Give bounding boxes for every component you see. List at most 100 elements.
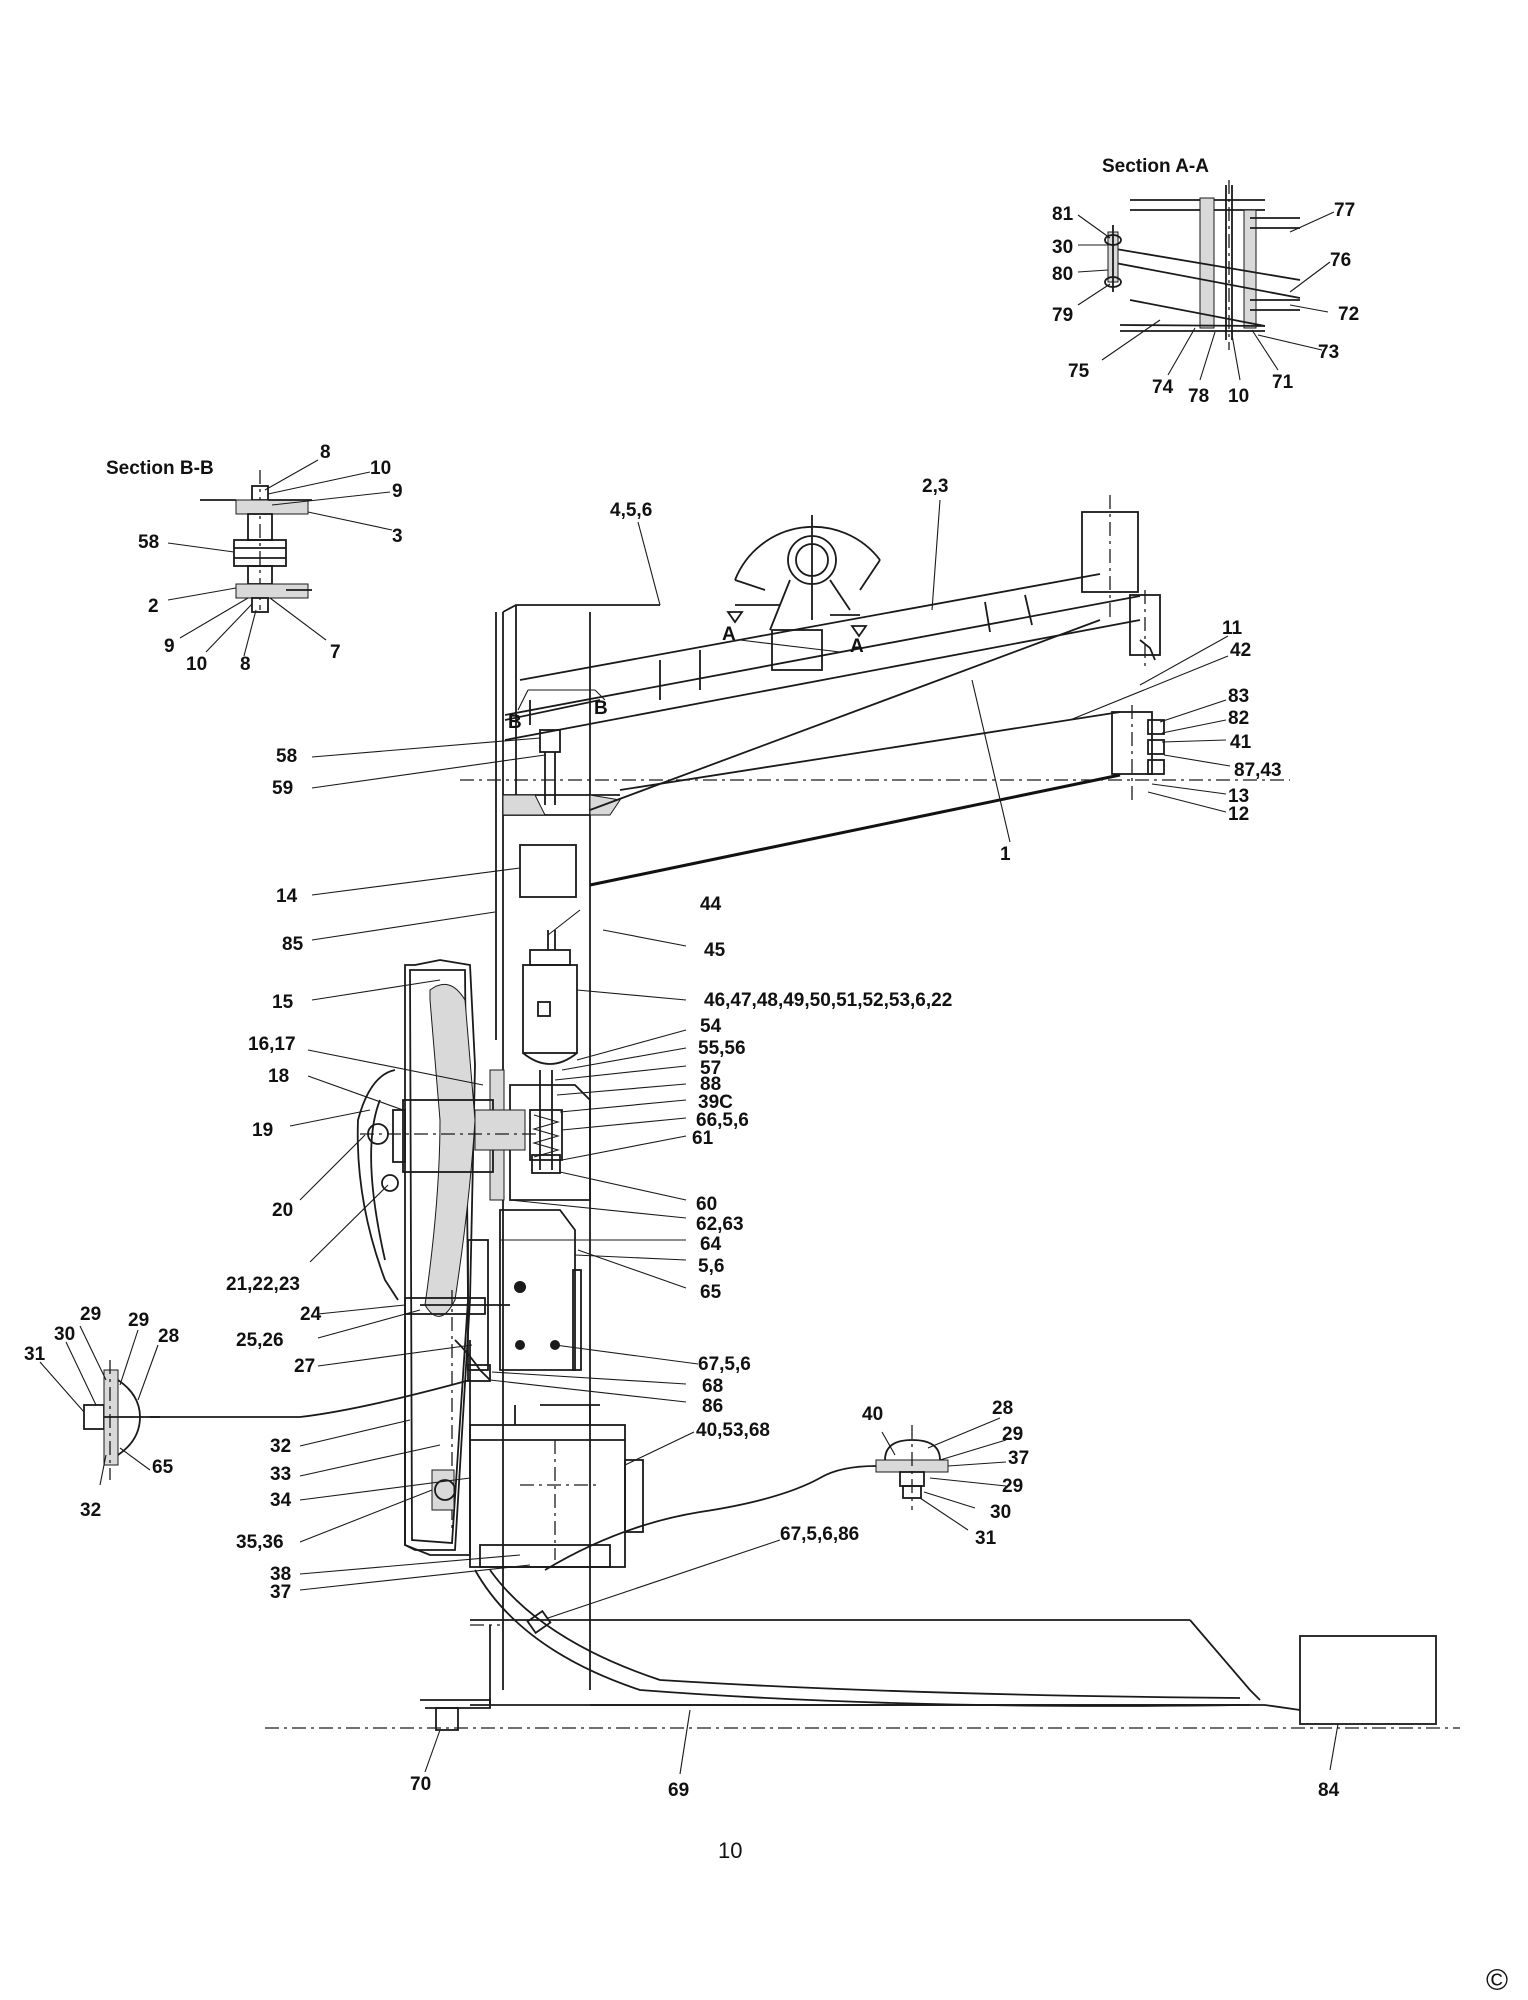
callout-label: 76: [1330, 250, 1351, 271]
section-b-b-title: Section B-B: [106, 458, 214, 479]
callout-label: 37: [1008, 1448, 1029, 1469]
callout-label: 14: [276, 886, 298, 907]
callout-label: 59: [272, 778, 293, 799]
callout-label: 82: [1228, 708, 1249, 729]
section-marker-b: B: [594, 698, 608, 719]
callout-label: 40,53,68: [696, 1420, 770, 1441]
callout-label: 75: [1068, 361, 1090, 382]
callout-label: 79: [1052, 305, 1073, 326]
callout-label: 31: [24, 1344, 46, 1365]
callout-label: 13: [1228, 786, 1249, 807]
callout-label: 46,47,48,49,50,51,52,53,6,22: [704, 990, 952, 1011]
section-a-a-detail: Section A-A 81: [1052, 156, 1359, 407]
callout-label: 78: [1188, 386, 1209, 407]
callout-label: 80: [1052, 264, 1073, 285]
callout-label: 44: [700, 894, 722, 915]
callout-label: 67,5,6,86: [780, 1524, 859, 1545]
callout-label: 39C: [698, 1092, 733, 1113]
callout-label: 74: [1152, 377, 1174, 398]
copyright-mark: ©: [1486, 1964, 1508, 1997]
callout-label: 86: [702, 1396, 723, 1417]
callout-label: 10: [1228, 386, 1249, 407]
callout-label: 77: [1334, 200, 1355, 221]
callout-label: 30: [990, 1502, 1011, 1523]
callout-label: 11: [1222, 618, 1243, 639]
callout-label: 58: [138, 532, 159, 553]
callout-label: 5,6: [698, 1256, 724, 1277]
callout-label: 4,5,6: [610, 500, 652, 521]
callout-label: 8: [240, 654, 251, 675]
callout-label: 69: [668, 1780, 689, 1801]
callout-label: 31: [975, 1528, 997, 1549]
callout-label: 84: [1318, 1780, 1340, 1801]
callout-label: 30: [1052, 237, 1073, 258]
callout-label: 18: [268, 1066, 289, 1087]
callout-label: 42: [1230, 640, 1251, 661]
callout-label: 21,22,23: [226, 1274, 300, 1295]
callout-label: 15: [272, 992, 294, 1013]
callout-label: 58: [276, 746, 297, 767]
callout-label: 19: [252, 1120, 273, 1141]
callout-label: 10: [186, 654, 207, 675]
callout-label: 67,5,6: [698, 1354, 751, 1375]
callout-label: 24: [300, 1304, 322, 1325]
callout-label: 2,3: [922, 476, 948, 497]
callout-label: 8: [320, 442, 331, 463]
callout-label: 28: [992, 1398, 1013, 1419]
callout-label: 9: [392, 481, 403, 502]
callout-label: 66,5,6: [696, 1110, 749, 1131]
callout-label: 61: [692, 1128, 714, 1149]
detail-right-pulley: 40 28 29 37 29 30 31: [544, 1398, 1029, 1571]
callout-label: 32: [80, 1500, 101, 1521]
section-marker-b: B: [508, 712, 522, 733]
callout-label: 57: [700, 1058, 721, 1079]
machine-drawing: A A B B: [265, 495, 1460, 1731]
callout-label: 62,63: [696, 1214, 744, 1235]
callout-label: 68: [702, 1376, 723, 1397]
callout-label: 87,43: [1234, 760, 1282, 781]
callout-label: 29: [1002, 1424, 1023, 1445]
callout-label: 35,36: [236, 1532, 284, 1553]
callout-label: 37: [270, 1582, 291, 1603]
callout-label: 10: [370, 458, 391, 479]
detail-left-pulley: 29 29 28 30 31 32 65: [24, 1304, 471, 1521]
callout-label: 40: [862, 1404, 883, 1425]
callout-label: 25,26: [236, 1330, 284, 1351]
callout-label: 81: [1052, 204, 1074, 225]
callout-label: 1: [1000, 844, 1011, 865]
callout-label: 29: [80, 1304, 101, 1325]
callout-label: 16,17: [248, 1034, 296, 1055]
callout-label: 9: [164, 636, 175, 657]
callout-label: 83: [1228, 686, 1249, 707]
callout-label: 30: [54, 1324, 75, 1345]
callout-label: 60: [696, 1194, 717, 1215]
callout-label: 55,56: [698, 1038, 746, 1059]
callout-label: 2: [148, 596, 159, 617]
callout-label: 7: [330, 642, 341, 663]
callout-label: 33: [270, 1464, 291, 1485]
callout-label: 65: [152, 1457, 174, 1478]
callout-label: 27: [294, 1356, 315, 1377]
callout-label: 20: [272, 1200, 293, 1221]
callout-label: 64: [700, 1234, 722, 1255]
callout-label: 34: [270, 1490, 292, 1511]
callout-label: 28: [158, 1326, 179, 1347]
section-marker-a: A: [722, 624, 736, 645]
callout-label: 45: [704, 940, 726, 961]
callout-label: 71: [1272, 372, 1294, 393]
callout-label: 88: [700, 1074, 721, 1095]
section-marker-a: A: [850, 636, 864, 657]
callout-label: 32: [270, 1436, 291, 1457]
callout-label: 12: [1228, 804, 1249, 825]
callout-label: 29: [128, 1310, 149, 1331]
callout-leaders: [289, 499, 1339, 1775]
callout-label: 85: [282, 934, 304, 955]
callout-label: 54: [700, 1016, 722, 1037]
callout-label: 65: [700, 1282, 722, 1303]
section-a-a-title: Section A-A: [1102, 156, 1209, 177]
callout-label: 72: [1338, 304, 1359, 325]
callout-label: 70: [410, 1774, 431, 1795]
callout-label: 73: [1318, 342, 1339, 363]
page-number: 10: [718, 1838, 742, 1863]
